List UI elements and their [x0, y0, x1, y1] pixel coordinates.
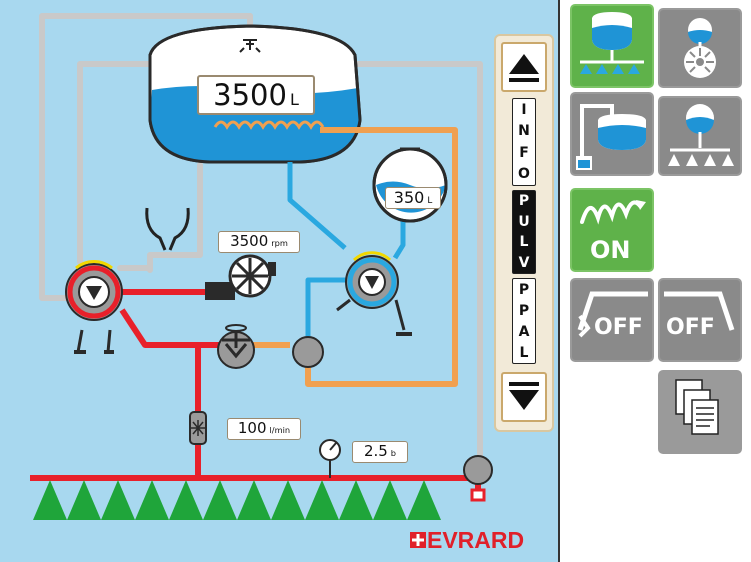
spray-nozzles — [33, 480, 441, 520]
pressure-gauge-icon — [319, 439, 341, 478]
main-pump — [65, 260, 123, 354]
arrow-up-icon — [509, 54, 539, 82]
right-boom-section-button[interactable]: OFF — [658, 278, 742, 362]
reports-button[interactable] — [658, 370, 742, 454]
menu-strip: I N F O P U L V P P A L — [494, 34, 554, 432]
menu-letter: L — [519, 344, 529, 361]
circuit-rinse-button[interactable] — [658, 8, 742, 88]
spray-mode-button[interactable] — [570, 4, 654, 88]
menu-letter: L — [519, 234, 529, 251]
menu-letter: F — [519, 144, 529, 161]
pump-speed-value: 3500 — [230, 232, 269, 250]
funnel-icon — [145, 207, 190, 251]
menu-letter: P — [518, 193, 530, 210]
left-boom-status-label: OFF — [594, 315, 643, 340]
boom-rinse-button[interactable] — [658, 96, 742, 176]
gray-pipe-left-inner — [77, 61, 163, 265]
arrow-down-icon — [509, 382, 539, 410]
tank-fill-button[interactable] — [570, 92, 654, 176]
menu-letter: P — [518, 302, 530, 319]
suction-from-small-tank — [392, 212, 406, 260]
left-boom-icon — [577, 291, 648, 338]
red-pipe-to-regulator — [119, 308, 220, 348]
tank-fill-icon — [576, 104, 646, 170]
agitation-coil — [213, 120, 325, 130]
menu-letter: O — [518, 166, 530, 183]
menu-item-info[interactable]: I N F O — [512, 98, 536, 186]
flow-rate-unit: l/min — [269, 425, 291, 435]
tank-volume-unit: L — [289, 90, 299, 109]
boom-spray-icon — [580, 12, 644, 74]
left-boom-section-button[interactable]: OFF — [570, 278, 654, 362]
boom-rinse-icon — [668, 104, 734, 166]
menu-item-pulv[interactable]: P U L V — [512, 190, 536, 274]
agitation-status-label: ON — [590, 236, 631, 264]
scroll-up-button[interactable] — [501, 42, 547, 92]
pressure-value: 2.5 — [363, 442, 388, 460]
agitation-toggle-button[interactable]: ON — [570, 188, 654, 272]
turbine-fan — [205, 254, 276, 300]
right-boom-status-label: OFF — [666, 315, 715, 340]
function-panel: ON OFF OFF — [560, 0, 751, 562]
rinse-tank-volume-unit: L — [427, 196, 433, 206]
boom-end-valve — [463, 455, 493, 502]
pump-speed-unit: rpm — [271, 238, 288, 248]
blue-to-valve — [305, 277, 348, 345]
menu-letter: P — [518, 281, 530, 298]
suction-lines — [287, 162, 406, 345]
brand-name: EVRARD — [427, 527, 525, 553]
return-valve — [292, 336, 324, 368]
flow-meter — [189, 411, 207, 445]
scroll-down-button[interactable] — [501, 372, 547, 422]
gray-pipe-right-return — [352, 61, 483, 465]
menu-letter: V — [518, 254, 530, 271]
menu-letter: U — [518, 213, 530, 230]
rinse-tank — [372, 147, 448, 223]
flow-rate-value: 100 — [237, 419, 267, 437]
gray-pipes — [39, 13, 483, 465]
documents-icon — [675, 379, 719, 435]
gray-pipe-tank-drain — [147, 162, 203, 273]
tank-volume-value: 3500 — [213, 78, 287, 112]
menu-item-ppal[interactable]: P P A L — [512, 278, 536, 364]
rinse-tank-volume-value: 350 — [393, 188, 425, 207]
agitation-coil-icon — [580, 200, 646, 225]
return-line — [305, 127, 458, 387]
menu-letter: N — [518, 123, 530, 140]
brand-logo — [410, 532, 426, 548]
menu-letter: I — [521, 101, 527, 118]
rinse-circuit-icon — [684, 18, 716, 78]
rinse-pump — [336, 251, 412, 336]
menu-letter: A — [518, 323, 530, 340]
right-boom-icon — [664, 291, 735, 331]
suction-from-main-tank — [287, 162, 347, 250]
pressure-unit: b — [390, 448, 397, 458]
gray-pipe-left-outer — [39, 13, 253, 301]
regulator-valve — [217, 324, 255, 369]
pressure-lines — [30, 289, 481, 490]
rinse-nozzle-icon — [239, 39, 261, 53]
